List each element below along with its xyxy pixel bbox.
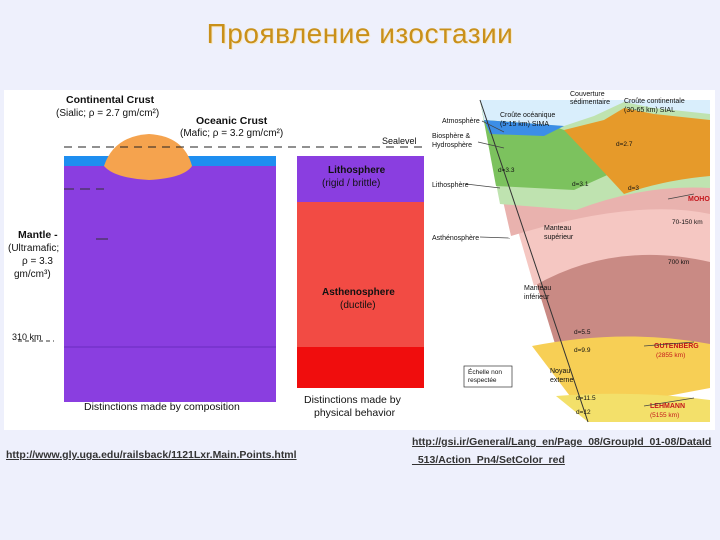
composition-caption: Distinctions made by composition bbox=[84, 401, 240, 413]
inner-core-band bbox=[556, 393, 710, 422]
d-115-label: d=11.5 bbox=[576, 395, 596, 402]
manteau-superieur-label-1: Manteau bbox=[544, 225, 571, 232]
asthenosphere-block bbox=[297, 202, 424, 347]
manteau-inferieur-label-2: inférieur bbox=[524, 294, 550, 301]
d-27-label: d=2.7 bbox=[616, 141, 633, 148]
depth-marker-label: 310 km bbox=[12, 332, 42, 342]
manteau-superieur-label-2: supérieur bbox=[544, 234, 574, 241]
biosphere-label-1: Biosphère & bbox=[432, 133, 470, 140]
sealevel-label: Sealevel bbox=[382, 136, 417, 146]
moho-label: MOHO bbox=[688, 196, 710, 203]
echelle-label-2: respectée bbox=[468, 377, 497, 384]
echelle-label-1: Échelle non bbox=[468, 367, 502, 376]
d-12-label: d=12 bbox=[576, 409, 591, 416]
mantle-detail-3: gm/cm³) bbox=[14, 269, 51, 280]
croute-oceanique-label-2: (5-15 km) SIMA bbox=[500, 121, 549, 128]
couverture-label-1: Couverture bbox=[570, 91, 605, 98]
source-link-right[interactable]: http://gsi.ir/General/Lang_en/Page_08/Gr… bbox=[412, 436, 712, 466]
behavior-caption-2: physical behavior bbox=[314, 407, 396, 419]
manteau-inferieur-label-1: Manteau bbox=[524, 285, 551, 292]
lithosphere-label: Lithosphere bbox=[328, 165, 386, 176]
slide-title: Проявление изостазии bbox=[206, 18, 514, 49]
outer-core-band bbox=[532, 336, 710, 412]
lehmann-label-2: (5155 km) bbox=[650, 412, 679, 419]
biosphere-label-2: Hydrosphère bbox=[432, 142, 472, 149]
depth-700-label: 700 km bbox=[668, 259, 689, 266]
continental-crust-label: Continental Crust bbox=[66, 94, 155, 106]
oceanic-crust-detail: (Mafic; ρ = 3.2 gm/cm²) bbox=[180, 128, 283, 139]
atmosphere-label: Atmosphère bbox=[442, 118, 480, 125]
mantle-detail-2: ρ = 3.3 bbox=[22, 256, 53, 267]
noyau-externe-label-2: externe bbox=[550, 377, 573, 384]
croute-continentale-label-2: (30-65 km) SIAL bbox=[624, 107, 675, 114]
behavior-caption-1: Distinctions made by bbox=[304, 394, 402, 406]
d-33-label: d=3.3 bbox=[498, 167, 515, 174]
earth-section bbox=[479, 99, 710, 423]
oceanic-crust-label: Oceanic Crust bbox=[196, 115, 268, 127]
continental-crust-band bbox=[564, 108, 710, 194]
lithosphere-block bbox=[297, 156, 424, 202]
leader-lines bbox=[465, 120, 695, 407]
d-99-label: d=9.9 bbox=[574, 347, 591, 354]
continental-crust-detail: (Sialic; ρ = 2.7 gm/cm²) bbox=[56, 108, 159, 119]
mantle-block bbox=[64, 166, 276, 402]
mesosphere-block bbox=[297, 347, 424, 388]
diagram-panel: Continental Crust (Sialic; ρ = 2.7 gm/cm… bbox=[4, 90, 715, 430]
croute-continentale-label-1: Croûte continentale bbox=[624, 98, 685, 105]
d-3-label: d=3 bbox=[628, 185, 639, 192]
asthenosphere-fr-label: Asthénosphère bbox=[432, 235, 479, 242]
gutenberg-label-2: (2855 km) bbox=[656, 352, 685, 359]
depth-70-150-label: 70-150 km bbox=[672, 219, 703, 226]
continental-crust-shape bbox=[104, 134, 192, 180]
isostasy-diagram: Continental Crust (Sialic; ρ = 2.7 gm/cm… bbox=[8, 91, 710, 423]
noyau-externe-label-1: Noyau bbox=[550, 368, 570, 375]
mantle-detail-1: (Ultramafic; bbox=[8, 243, 59, 254]
lehmann-label-1: LEHMANN bbox=[650, 403, 685, 410]
source-link-left[interactable]: http://www.gly.uga.edu/railsback/1121Lxr… bbox=[6, 449, 297, 461]
asthenosphere-label: Asthenosphere bbox=[322, 287, 395, 298]
couverture-label-2: sédimentaire bbox=[570, 99, 610, 106]
atmosphere-strip bbox=[480, 100, 710, 126]
gutenberg-label-1: GUTENBERG bbox=[654, 343, 699, 350]
lithosphere-detail: (rigid / brittle) bbox=[322, 178, 380, 189]
lithosphere-fr-label: Lithosphère bbox=[432, 182, 469, 189]
mantle-label: Mantle - bbox=[18, 229, 58, 241]
croute-oceanique-label-1: Croûte océanique bbox=[500, 112, 555, 119]
d-31-label: d=3.1 bbox=[572, 181, 589, 188]
wedge-outline bbox=[479, 99, 589, 423]
echelle-box bbox=[463, 365, 513, 388]
d-55-label: d=5.5 bbox=[574, 329, 591, 336]
asthenosphere-detail: (ductile) bbox=[340, 300, 376, 311]
